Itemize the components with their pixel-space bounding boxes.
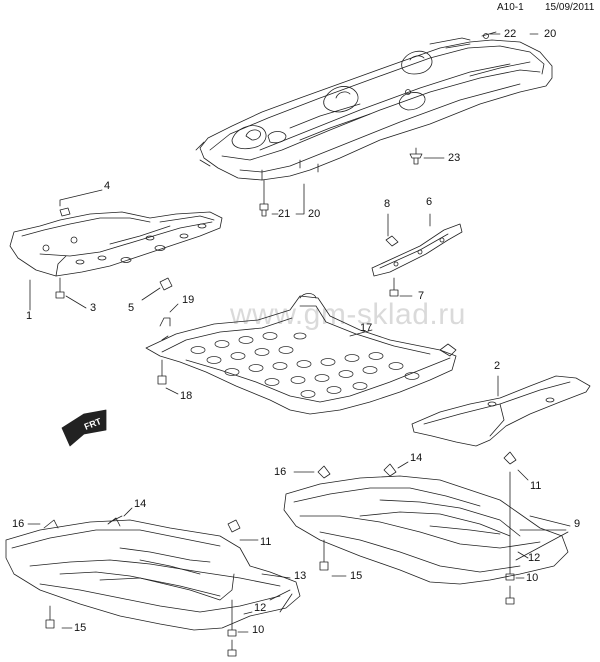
bottom-left-shield-assembly bbox=[5, 515, 301, 657]
callout-19: 19 bbox=[182, 294, 195, 306]
callout-2: 2 bbox=[494, 360, 501, 372]
callout-14-right: 14 bbox=[410, 452, 423, 464]
callout-7: 7 bbox=[418, 290, 425, 302]
callout-6: 6 bbox=[426, 196, 433, 208]
bolt-3 bbox=[55, 277, 87, 309]
front-left-shield-part bbox=[9, 207, 223, 277]
callout-1: 1 bbox=[26, 310, 33, 322]
callout-17: 17 bbox=[360, 322, 373, 334]
callout-16-right: 16 bbox=[274, 466, 287, 478]
callout-8: 8 bbox=[384, 198, 391, 210]
bolt-23 bbox=[409, 147, 423, 165]
callout-13: 13 bbox=[294, 570, 307, 582]
leader-17 bbox=[349, 329, 373, 337]
leader-19 bbox=[169, 303, 179, 313]
callout-23: 23 bbox=[448, 152, 461, 164]
sheet-date: 15/09/2011 bbox=[545, 2, 595, 13]
leader-4 bbox=[59, 189, 103, 207]
front-direction-arrow bbox=[61, 409, 107, 447]
clip-5 bbox=[141, 277, 173, 301]
callout-16-left: 16 bbox=[12, 518, 25, 530]
bolt-21 bbox=[259, 179, 269, 217]
callout-22: 22 bbox=[504, 28, 517, 40]
sheet-code: A10-1 bbox=[497, 2, 524, 13]
callout-5: 5 bbox=[128, 302, 135, 314]
callout-4: 4 bbox=[104, 180, 111, 192]
bolt-18 bbox=[157, 359, 179, 395]
callout-21: 21 bbox=[278, 208, 291, 220]
callout-12-right: 12 bbox=[528, 552, 541, 564]
callout-3: 3 bbox=[90, 302, 97, 314]
right-shield-part bbox=[411, 375, 591, 447]
callout-12-left: 12 bbox=[254, 602, 267, 614]
callout-14-left: 14 bbox=[134, 498, 147, 510]
bottom-left-leaders bbox=[27, 507, 293, 633]
callout-20: 20 bbox=[308, 208, 321, 220]
underbody-shield-part bbox=[195, 31, 553, 181]
callout-15-right: 15 bbox=[350, 570, 363, 582]
leader-21-20 bbox=[271, 183, 305, 215]
callout-20-top: 20 bbox=[544, 28, 557, 40]
callout-15-left: 15 bbox=[74, 622, 87, 634]
callout-10-right: 10 bbox=[526, 572, 539, 584]
center-shield-part bbox=[145, 293, 457, 415]
bottom-right-leaders bbox=[293, 461, 571, 579]
callout-11-right: 11 bbox=[530, 480, 542, 492]
bottom-right-shield-assembly bbox=[283, 451, 569, 605]
callout-9: 9 bbox=[574, 518, 581, 530]
callout-18: 18 bbox=[180, 390, 193, 402]
bracket-part bbox=[371, 213, 463, 297]
callout-11-left: 11 bbox=[260, 536, 272, 548]
callout-10-left: 10 bbox=[252, 624, 265, 636]
